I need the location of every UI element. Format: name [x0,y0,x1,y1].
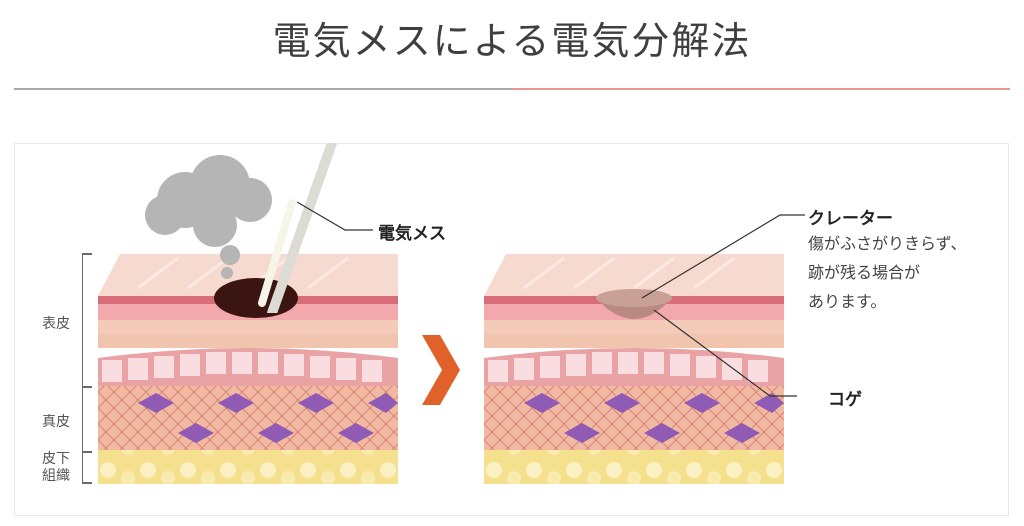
label-dermis: 真皮 [42,414,70,430]
label-epidermis: 表皮 [42,316,70,332]
electric-scalpel-icon [258,143,337,313]
bracket-tick [82,482,92,484]
label-subcutis-2: 組織 [42,468,70,484]
label-subcutis-1: 皮下 [42,451,70,467]
skin-cross-section-right [484,254,784,484]
callout-leader-koge [653,309,797,397]
skin-cross-section-left [98,254,398,484]
epidermis-bracket [82,253,83,483]
callout-koge: コゲ [828,390,862,410]
callout-leader-crater [641,214,805,299]
chevron-right-icon [422,335,460,405]
crater-description-2: 跡が残る場合が [808,263,921,282]
page-title: 電気メスによる電気分解法 [272,19,752,63]
callout-crater: クレーター [808,209,893,229]
bracket-tick [82,451,92,453]
title-divider-right [513,88,1010,90]
callout-leader-scalpel [296,201,373,231]
bracket-tick [82,253,92,255]
title-divider-left [14,88,513,90]
bracket-tick [82,386,92,388]
crater-description-1: 傷がふさがりきらず、 [808,234,967,253]
smoke-icon [145,155,272,279]
crater-description-3: あります。 [808,292,887,311]
callout-electric-scalpel: 電気メス [378,224,446,244]
